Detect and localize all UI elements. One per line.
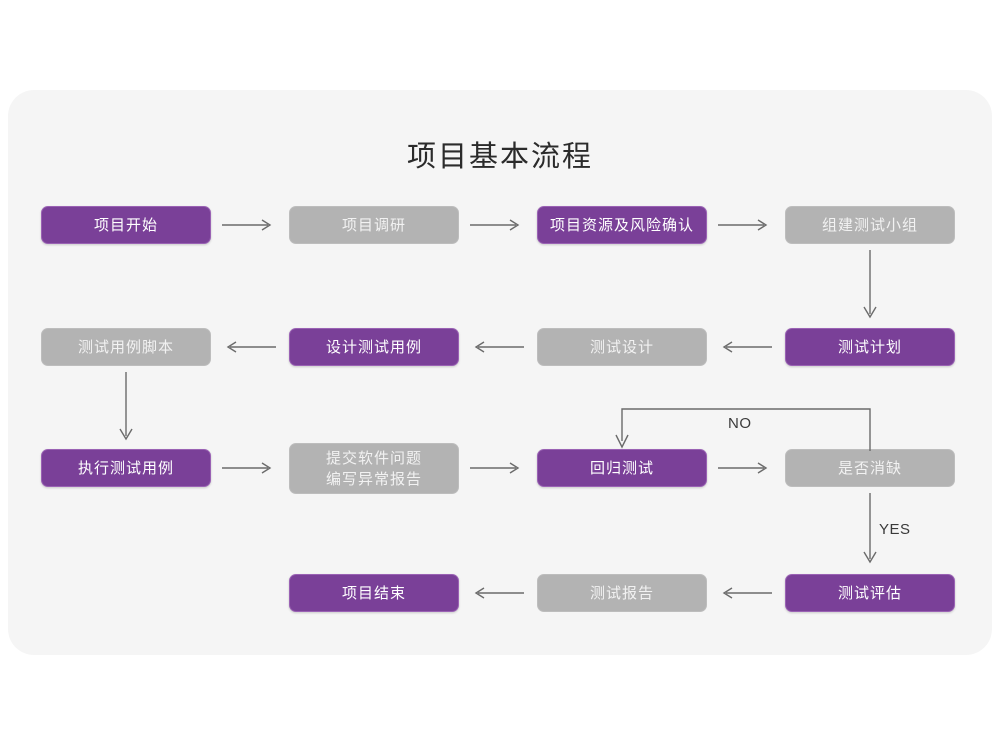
arrow-n4-to-n8 bbox=[862, 250, 878, 324]
arrow-n2-to-n3 bbox=[470, 217, 526, 233]
arrow-n5-to-n9 bbox=[118, 372, 134, 446]
node-project-research[interactable]: 项目调研 bbox=[289, 206, 459, 244]
node-label-line-1: 提交软件问题 bbox=[325, 449, 422, 467]
node-test-design[interactable]: 测试设计 bbox=[537, 328, 707, 366]
node-label: 项目结束 bbox=[341, 584, 406, 602]
node-execute-test-case[interactable]: 执行测试用例 bbox=[41, 449, 211, 487]
node-label: 项目调研 bbox=[341, 216, 406, 234]
node-test-evaluation[interactable]: 测试评估 bbox=[785, 574, 955, 612]
node-label: 测试评估 bbox=[837, 584, 902, 602]
node-label: 测试报告 bbox=[589, 584, 654, 602]
edge-label-yes: YES bbox=[879, 521, 911, 538]
node-label: 执行测试用例 bbox=[77, 459, 174, 477]
page-title: 项目基本流程 bbox=[406, 141, 593, 173]
node-test-report[interactable]: 测试报告 bbox=[537, 574, 707, 612]
node-project-end[interactable]: 项目结束 bbox=[289, 574, 459, 612]
node-label-line-2: 编写异常报告 bbox=[325, 470, 422, 488]
arrow-n10-to-n11 bbox=[470, 460, 526, 476]
node-regression-test[interactable]: 回归测试 bbox=[537, 449, 707, 487]
arrow-n9-to-n10 bbox=[222, 460, 278, 476]
node-label: 回归测试 bbox=[589, 459, 654, 477]
node-label: 测试计划 bbox=[837, 338, 902, 356]
node-label: 测试设计 bbox=[589, 338, 654, 356]
node-design-test-case[interactable]: 设计测试用例 bbox=[289, 328, 459, 366]
node-project-start[interactable]: 项目开始 bbox=[41, 206, 211, 244]
arrow-yes-n12-to-n15 bbox=[862, 493, 878, 569]
arrow-n1-to-n2 bbox=[222, 217, 278, 233]
node-label: 项目资源及风险确认 bbox=[549, 216, 694, 234]
node-label: 组建测试小组 bbox=[821, 216, 918, 234]
arrow-n3-to-n4 bbox=[718, 217, 774, 233]
edge-label-no: NO bbox=[728, 415, 752, 432]
node-label: 是否消缺 bbox=[837, 459, 902, 477]
arrow-n8-to-n7 bbox=[718, 339, 774, 355]
arrow-n6-to-n5 bbox=[222, 339, 278, 355]
node-label: 项目开始 bbox=[93, 216, 158, 234]
diagram-card bbox=[8, 90, 992, 655]
node-submit-issue-report[interactable]: 提交软件问题 编写异常报告 bbox=[289, 443, 459, 494]
arrow-n14-to-n13 bbox=[470, 585, 526, 601]
loop-no-n12-to-n11 bbox=[615, 405, 880, 455]
node-form-test-team[interactable]: 组建测试小组 bbox=[785, 206, 955, 244]
node-test-case-script[interactable]: 测试用例脚本 bbox=[41, 328, 211, 366]
arrow-n15-to-n14 bbox=[718, 585, 774, 601]
node-test-plan[interactable]: 测试计划 bbox=[785, 328, 955, 366]
node-label: 测试用例脚本 bbox=[77, 338, 174, 356]
arrow-n11-to-n12 bbox=[718, 460, 774, 476]
node-defect-cleared-decision[interactable]: 是否消缺 bbox=[785, 449, 955, 487]
node-label: 设计测试用例 bbox=[325, 338, 422, 356]
node-resource-risk-confirm[interactable]: 项目资源及风险确认 bbox=[537, 206, 707, 244]
arrow-n7-to-n6 bbox=[470, 339, 526, 355]
